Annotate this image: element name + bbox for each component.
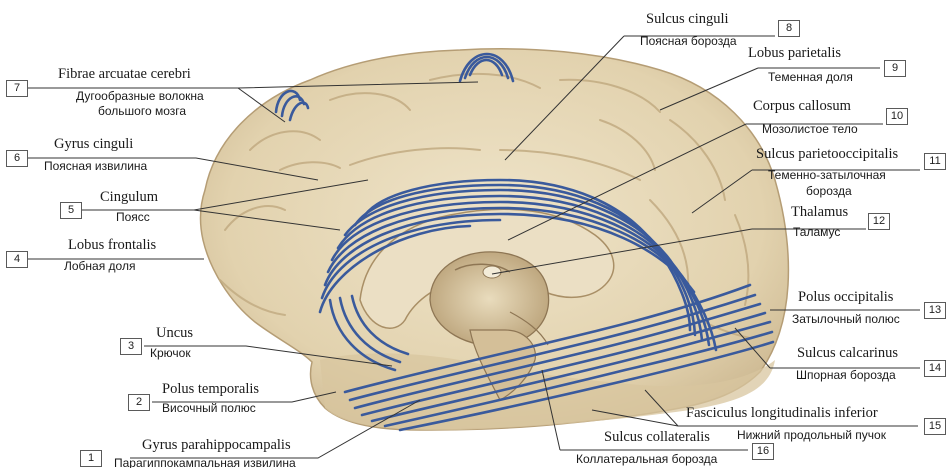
label-7-russian: Дугообразные волокна	[76, 89, 204, 103]
label-16-latin: Sulcus collateralis	[604, 429, 710, 446]
label-11-russian-line2: борозда	[806, 184, 852, 198]
label-8-latin: Sulcus cinguli	[646, 11, 729, 28]
label-number-8: 8	[778, 20, 800, 37]
label-15-russian: Нижний продольный пучок	[737, 428, 886, 442]
label-12-russian: Таламус	[793, 225, 840, 239]
label-14-russian: Шпорная борозда	[796, 368, 896, 382]
label-number-4: 4	[6, 251, 28, 268]
label-1-russian: Парагиппокампальная извилина	[114, 456, 296, 468]
label-3-latin: Uncus	[156, 325, 193, 342]
label-5-russian: Поясс	[116, 210, 150, 224]
label-number-16: 16	[752, 443, 774, 460]
label-4-latin: Lobus frontalis	[68, 237, 156, 254]
label-2-russian: Височный полюс	[162, 401, 256, 415]
label-number-13: 13	[924, 302, 946, 319]
label-13-russian: Затылочный полюс	[792, 312, 900, 326]
label-5-latin: Cingulum	[100, 189, 158, 206]
label-number-2: 2	[128, 394, 150, 411]
label-number-10: 10	[886, 108, 908, 125]
label-number-15: 15	[924, 418, 946, 435]
label-3-russian: Крючок	[150, 346, 191, 360]
label-number-1: 1	[80, 450, 102, 467]
label-16-russian: Коллатеральная борозда	[576, 452, 717, 466]
label-11-latin: Sulcus parietooccipitalis	[756, 146, 898, 163]
label-number-12: 12	[868, 213, 890, 230]
label-number-9: 9	[884, 60, 906, 77]
label-11-russian: Теменно-затылочная	[768, 168, 886, 182]
label-6-latin: Gyrus cinguli	[54, 136, 133, 153]
label-6-russian: Поясная извилина	[44, 159, 147, 173]
label-4-russian: Лобная доля	[64, 259, 135, 273]
label-number-7: 7	[6, 80, 28, 97]
label-14-latin: Sulcus calcarinus	[797, 345, 898, 362]
label-number-3: 3	[120, 338, 142, 355]
label-9-russian: Теменная доля	[768, 70, 853, 84]
label-8-russian: Поясная борозда	[640, 34, 737, 48]
label-7-russian-line2: большого мозга	[98, 104, 186, 118]
label-13-latin: Polus occipitalis	[798, 289, 893, 306]
label-number-6: 6	[6, 150, 28, 167]
label-15-latin: Fasciculus longitudinalis inferior	[686, 405, 878, 422]
label-number-5: 5	[60, 202, 82, 219]
label-12-latin: Thalamus	[791, 204, 848, 221]
label-7-latin: Fibrae arcuatae cerebri	[58, 66, 191, 83]
label-10-russian: Мозолистое тело	[762, 122, 858, 136]
label-1-latin: Gyrus parahippocampalis	[142, 437, 291, 454]
label-2-latin: Polus temporalis	[162, 381, 259, 398]
label-number-14: 14	[924, 360, 946, 377]
label-9-latin: Lobus parietalis	[748, 45, 841, 62]
label-number-11: 11	[924, 153, 946, 170]
label-10-latin: Corpus callosum	[753, 98, 851, 115]
